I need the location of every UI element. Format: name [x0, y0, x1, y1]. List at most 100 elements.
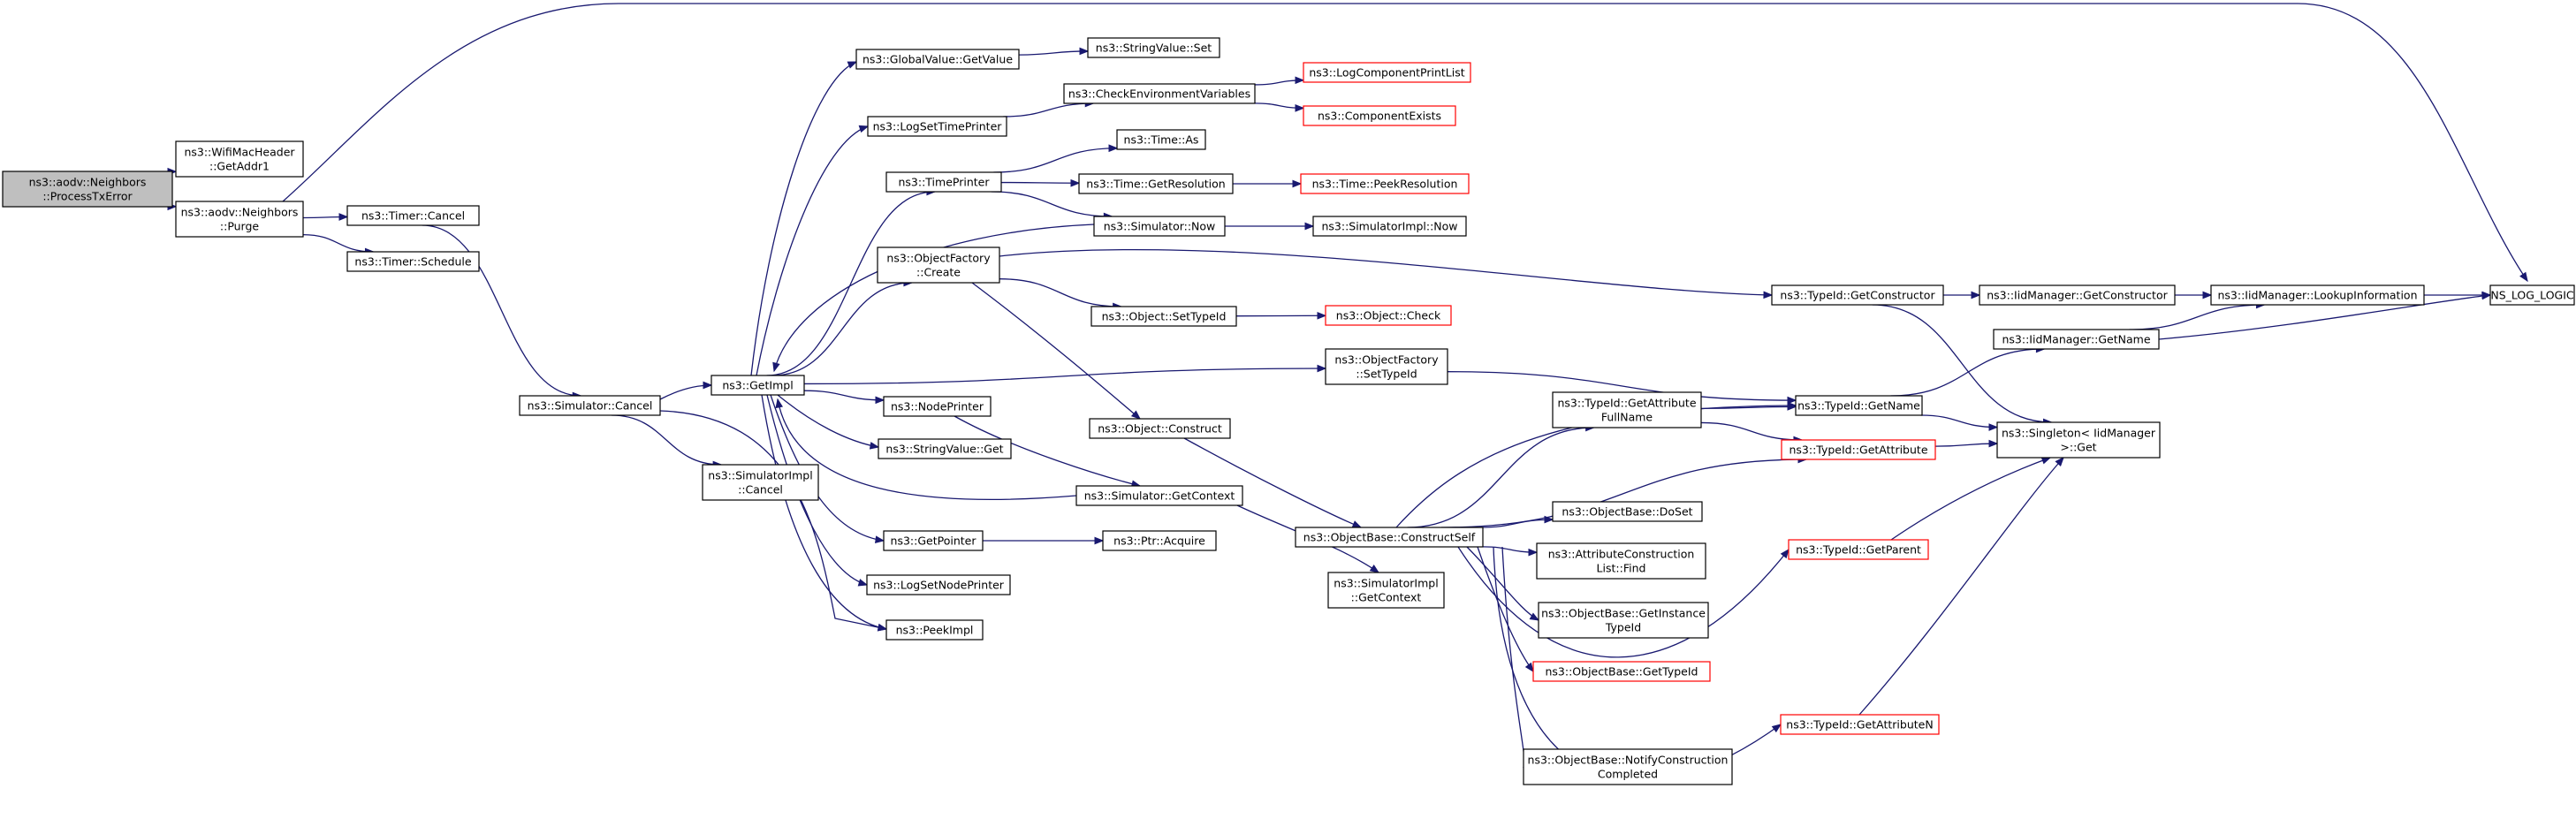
node-simnow[interactable]: ns3::Simulator::Now [1093, 216, 1226, 237]
node-objbasenotify[interactable]: ns3::ObjectBase::NotifyConstructionCompl… [1523, 748, 1733, 785]
node-nslog[interactable]: NS_LOG_LOGIC [2489, 284, 2575, 306]
node-box[interactable] [1063, 83, 1256, 104]
node-ptracquire[interactable]: ns3::Ptr::Acquire [1102, 530, 1217, 551]
node-box[interactable] [1327, 572, 1445, 609]
node-iidgetname[interactable]: ns3::IidManager::GetName [1993, 329, 2160, 350]
node-objbasegettypeid[interactable]: ns3::ObjectBase::GetTypeId [1532, 661, 1711, 682]
node-typeidgetparent[interactable]: ns3::TypeId::GetParent [1788, 539, 1929, 560]
node-box[interactable] [1325, 305, 1452, 326]
node-objbasedoset[interactable]: ns3::ObjectBase::DoSet [1552, 501, 1703, 522]
node-objconstruct[interactable]: ns3::Object::Construct [1089, 418, 1231, 439]
node-iidlookup[interactable]: ns3::IidManager::LookupInformation [2210, 284, 2425, 306]
node-logcomplist[interactable]: ns3::LogComponentPrintList [1303, 62, 1471, 83]
node-box[interactable] [1523, 748, 1733, 785]
node-iidgetctor[interactable]: ns3::IidManager::GetConstructor [1979, 284, 2176, 306]
node-box[interactable] [855, 49, 1020, 70]
node-typeidgetattr[interactable]: ns3::TypeId::GetAttribute [1781, 439, 1936, 460]
node-timeprinter[interactable]: ns3::TimePrinter [885, 171, 1002, 193]
node-box[interactable] [1089, 418, 1231, 439]
node-box[interactable] [519, 395, 661, 416]
node-box[interactable] [1552, 501, 1703, 522]
node-simimplcancel[interactable]: ns3::SimulatorImpl::Cancel [702, 464, 819, 501]
node-box[interactable] [2210, 284, 2425, 306]
node-box[interactable] [883, 530, 984, 551]
node-box[interactable] [1771, 284, 1944, 306]
node-box[interactable] [1312, 216, 1467, 237]
node-box[interactable] [1303, 62, 1471, 83]
node-objbaseconstructself[interactable]: ns3::ObjectBase::ConstructSelf [1295, 527, 1484, 548]
node-timeas[interactable]: ns3::Time::As [1116, 129, 1206, 150]
node-box[interactable] [1087, 37, 1220, 58]
node-timegetres[interactable]: ns3::Time::GetResolution [1078, 173, 1234, 194]
node-logsetnode[interactable]: ns3::LogSetNodePrinter [866, 574, 1011, 595]
node-box[interactable] [1795, 395, 1923, 416]
node-box[interactable] [1300, 173, 1470, 194]
node-nodeprinter[interactable]: ns3::NodePrinter [883, 396, 992, 417]
node-checkenv[interactable]: ns3::CheckEnvironmentVariables [1063, 83, 1256, 104]
node-box[interactable] [1781, 439, 1936, 460]
node-box[interactable] [2, 171, 173, 208]
node-typeidgetctor[interactable]: ns3::TypeId::GetConstructor [1771, 284, 1944, 306]
node-box[interactable] [1090, 306, 1237, 327]
node-globalvalue[interactable]: ns3::GlobalValue::GetValue [855, 49, 1020, 70]
node-simgetctx[interactable]: ns3::Simulator::GetContext [1075, 485, 1243, 506]
node-box[interactable] [175, 201, 304, 238]
node-getimpl[interactable]: ns3::GetImpl [710, 375, 805, 396]
node-simimplnow[interactable]: ns3::SimulatorImpl::Now [1312, 216, 1467, 237]
node-process[interactable]: ns3::aodv::Neighbors::ProcessTxError [2, 171, 173, 208]
node-box[interactable] [1996, 421, 2161, 459]
node-objsettypeid[interactable]: ns3::Object::SetTypeId [1090, 306, 1237, 327]
node-box[interactable] [1075, 485, 1243, 506]
node-logsettime[interactable]: ns3::LogSetTimePrinter [867, 116, 1007, 137]
node-box[interactable] [866, 574, 1011, 595]
node-box[interactable] [1993, 329, 2160, 350]
node-box[interactable] [2489, 284, 2575, 306]
node-box[interactable] [1532, 661, 1711, 682]
node-box[interactable] [1780, 714, 1940, 735]
node-timepeekres[interactable]: ns3::Time::PeekResolution [1300, 173, 1470, 194]
node-box[interactable] [1538, 602, 1709, 639]
node-box[interactable] [1303, 105, 1456, 126]
node-box[interactable] [1552, 391, 1702, 428]
node-box[interactable] [175, 140, 304, 178]
node-timercancel[interactable]: ns3::Timer::Cancel [346, 205, 480, 226]
node-box[interactable] [1295, 527, 1484, 548]
node-simimplgetctx[interactable]: ns3::SimulatorImpl::GetContext [1327, 572, 1445, 609]
node-box[interactable] [878, 438, 1012, 459]
node-objcheck[interactable]: ns3::Object::Check [1325, 305, 1452, 326]
node-box[interactable] [346, 251, 480, 272]
node-compexists[interactable]: ns3::ComponentExists [1303, 105, 1456, 126]
node-box[interactable] [877, 246, 1000, 284]
node-strvalset[interactable]: ns3::StringValue::Set [1087, 37, 1220, 58]
node-box[interactable] [1078, 173, 1234, 194]
node-box[interactable] [1325, 348, 1448, 385]
node-peekimpl[interactable]: ns3::PeekImpl [885, 619, 984, 641]
node-box[interactable] [346, 205, 480, 226]
node-box[interactable] [885, 619, 984, 641]
node-strvalget[interactable]: ns3::StringValue::Get [878, 438, 1012, 459]
node-box[interactable] [1116, 129, 1206, 150]
node-box[interactable] [867, 116, 1007, 137]
node-objfactsettypeid[interactable]: ns3::ObjectFactory::SetTypeId [1325, 348, 1448, 385]
node-box[interactable] [710, 375, 805, 396]
node-objfactcreate[interactable]: ns3::ObjectFactory::Create [877, 246, 1000, 284]
node-typeidgetattrn[interactable]: ns3::TypeId::GetAttributeN [1780, 714, 1940, 735]
node-purge[interactable]: ns3::aodv::Neighbors::Purge [175, 201, 304, 238]
node-box[interactable] [883, 396, 992, 417]
node-box[interactable] [885, 171, 1002, 193]
node-typeidgetname[interactable]: ns3::TypeId::GetName [1795, 395, 1923, 416]
node-singleton[interactable]: ns3::Singleton< IidManager>::Get [1996, 421, 2161, 459]
node-simcancel[interactable]: ns3::Simulator::Cancel [519, 395, 661, 416]
node-box[interactable] [1788, 539, 1929, 560]
node-box[interactable] [1093, 216, 1226, 237]
node-box[interactable] [1536, 542, 1706, 580]
node-getpointer[interactable]: ns3::GetPointer [883, 530, 984, 551]
node-getaddr1[interactable]: ns3::WifiMacHeader::GetAddr1 [175, 140, 304, 178]
node-box[interactable] [1979, 284, 2176, 306]
node-box[interactable] [702, 464, 819, 501]
node-timerschedule[interactable]: ns3::Timer::Schedule [346, 251, 480, 272]
node-box[interactable] [1102, 530, 1217, 551]
